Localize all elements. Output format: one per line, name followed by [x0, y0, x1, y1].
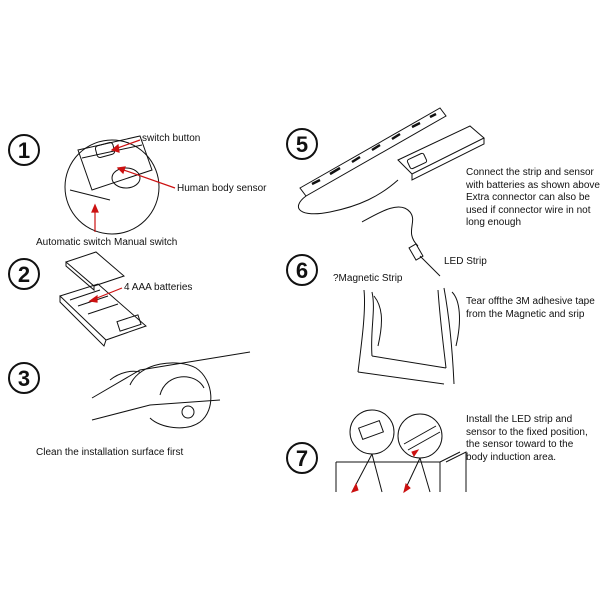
- step6-tape-strips: [357, 287, 460, 385]
- label-batteries: 4 AAA batteries: [124, 282, 193, 293]
- label-human-body-sensor: Human body sensor: [177, 183, 267, 194]
- step3-hand-cleaning: [91, 351, 251, 429]
- step7-pointer-arrows: [351, 449, 420, 494]
- step-number-6: 6: [286, 254, 318, 286]
- caption-connect-strip: Connect the strip and sensor with batter…: [466, 167, 600, 228]
- caption-tear-tape: Tear offthe 3M adhesive tape from the Ma…: [466, 296, 595, 320]
- step1-sensor-closeup: [64, 135, 160, 235]
- caption-install-strip: Install the LED strip and sensor to the …: [466, 414, 588, 463]
- step-number-5: 5: [286, 128, 318, 160]
- step-number-3: 3: [8, 362, 40, 394]
- label-led-strip: LED Strip: [444, 256, 487, 267]
- label-magnetic-strip: ?Magnetic Strip: [333, 273, 403, 284]
- step5-strip-and-sensor: [297, 107, 485, 277]
- step-number-1: 1: [8, 134, 40, 166]
- label-automatic-switch: Automatic switch: [36, 237, 112, 248]
- step7-cabinet-install: [335, 409, 467, 493]
- step-number-7: 7: [286, 442, 318, 474]
- step1-pointer-arrows: [91, 139, 176, 232]
- caption-clean-surface: Clean the installation surface first: [36, 447, 184, 458]
- label-manual-switch: Manual switch: [114, 237, 178, 248]
- label-switch-button: switch button: [142, 133, 201, 144]
- step-number-2: 2: [8, 258, 40, 290]
- step2-battery-housing: [59, 251, 147, 347]
- step2-pointer-arrow: [88, 287, 123, 303]
